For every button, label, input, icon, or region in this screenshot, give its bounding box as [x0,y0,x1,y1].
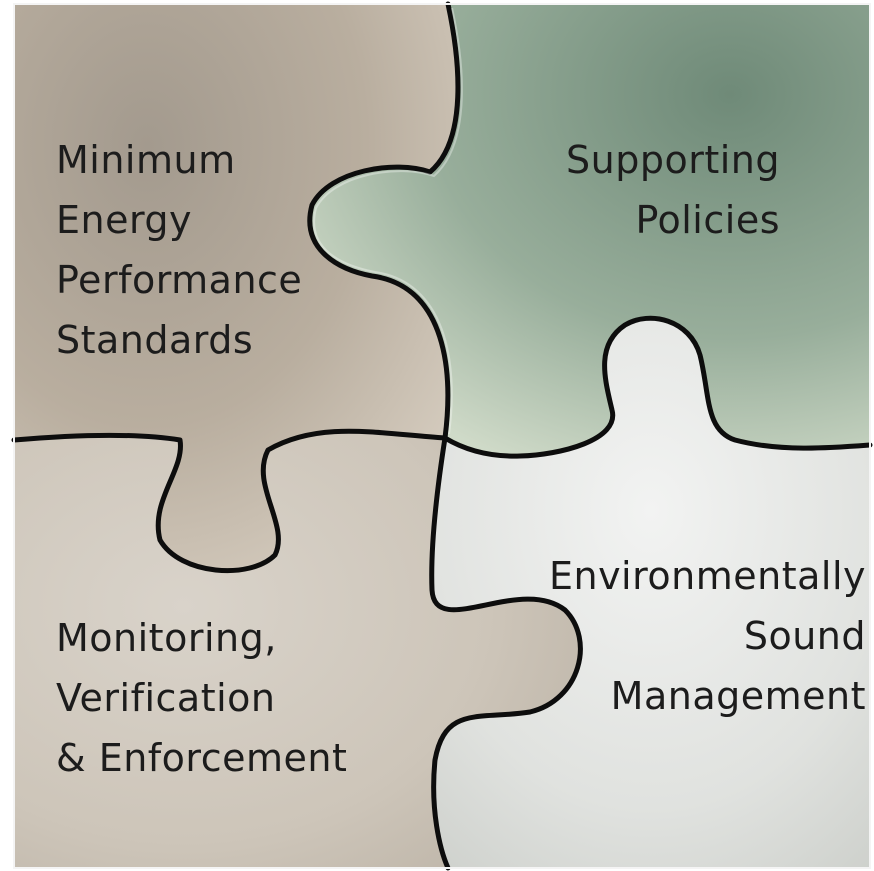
cut-line-horizontal-right [442,315,873,459]
label-line: Policies [635,198,780,242]
label-minimum-energy-performance-standards: Minimum Energy Performance Standards [56,130,302,370]
label-monitoring-verification-enforcement: Monitoring, Verification & Enforcement [56,608,347,788]
label-line: Environmentally [548,554,866,598]
label-line: Sound [743,614,866,658]
piece-bottom-left [14,431,581,868]
label-line: Performance [56,258,303,302]
label-line: & Enforcement [56,736,348,780]
label-line: Energy [56,198,193,242]
label-line: Management [610,674,866,718]
piece-top-right [309,4,870,457]
label-line: Supporting [566,138,780,182]
cut-highlight [313,7,463,435]
label-environmentally-sound-management: Environmentally Sound Management [548,546,866,726]
label-supporting-policies: Supporting Policies [540,130,780,250]
cut-line-vertical-lower [429,435,583,871]
label-line: Verification [56,676,276,720]
cut-line-vertical-upper [307,1,461,441]
label-line: Standards [56,318,254,362]
label-line: Monitoring, [56,616,277,660]
cut-line-horizontal-left [11,428,448,574]
puzzle-frame [13,3,871,869]
label-line: Minimum [56,138,236,182]
